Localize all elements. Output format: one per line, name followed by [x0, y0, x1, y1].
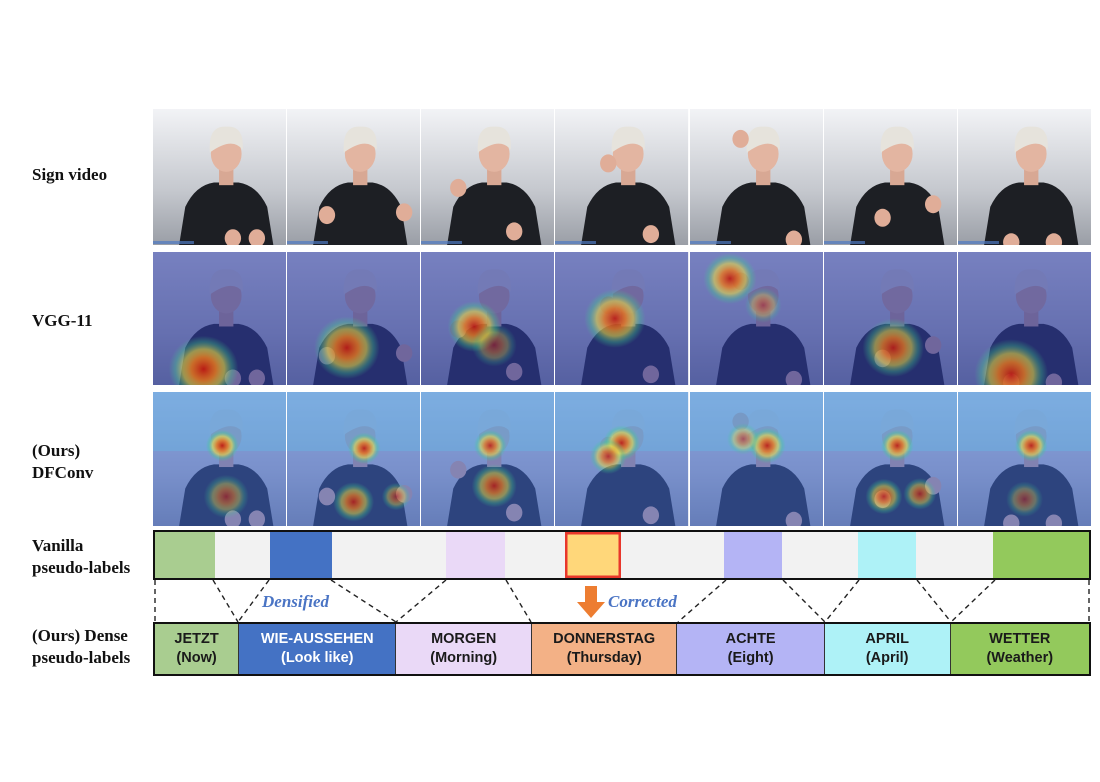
vanilla-pseudo-label-bar — [153, 530, 1091, 580]
gloss-translation: (Now) — [176, 650, 217, 666]
vanilla-label-segment — [445, 532, 506, 578]
heatmap-frame — [823, 252, 958, 385]
video-frame — [555, 109, 690, 245]
heatmap-frame — [689, 392, 824, 526]
connector — [677, 579, 727, 623]
gloss-translation: (Eight) — [727, 650, 774, 666]
connector — [824, 579, 860, 623]
corrected-annotation: Corrected — [608, 592, 677, 611]
dfconv-heatmap-frames — [153, 392, 1091, 526]
video-frame — [689, 109, 824, 245]
gloss-translation: (Look like) — [281, 650, 354, 666]
heatmap-frame — [823, 392, 958, 526]
connector — [330, 579, 397, 623]
connector — [395, 579, 447, 623]
vanilla-label-segment — [724, 532, 783, 578]
dense-label-segment: MORGEN (Morning) — [395, 624, 531, 674]
vanilla-label-segment — [332, 532, 446, 578]
vgg11-heatmap-frames — [153, 252, 1091, 385]
vanilla-label-segment — [270, 532, 333, 578]
heatmap-frame — [421, 252, 556, 385]
video-frame — [957, 109, 1091, 245]
vanilla-label-segment-corrected — [565, 532, 621, 578]
dense-label-segment: ACHTE (Eight) — [676, 624, 824, 674]
connector — [212, 579, 239, 623]
gloss-translation: (Morning) — [430, 650, 498, 666]
vanilla-label-segment — [620, 532, 725, 578]
gloss-label: WIE-AUSSEHEN — [260, 631, 374, 647]
video-frame — [823, 109, 958, 245]
gloss-translation: (Weather) — [986, 650, 1054, 666]
row-label-vanilla-line2: pseudo-labels — [32, 558, 131, 577]
row-label-dense-line1: (Ours) Dense — [32, 626, 128, 645]
heatmap-frame — [287, 392, 422, 526]
dense-label-segment: WIE-AUSSEHEN (Look like) — [238, 624, 396, 674]
dense-label-segment: DONNERSTAG (Thursday) — [530, 624, 677, 674]
dense-label-segment: APRIL (April) — [823, 624, 950, 674]
heatmap-frame — [421, 392, 556, 526]
vanilla-label-segment — [915, 532, 994, 578]
gloss-label: MORGEN — [431, 631, 497, 647]
connector — [916, 579, 952, 623]
gloss-label: DONNERSTAG — [553, 631, 656, 647]
vanilla-label-segment — [782, 532, 858, 578]
vanilla-label-segment — [857, 532, 916, 578]
vanilla-label-segment — [993, 532, 1089, 578]
alignment-connectors — [154, 579, 1090, 623]
connector — [782, 579, 826, 623]
vanilla-label-segment — [214, 532, 271, 578]
row-label-vanilla-line1: Vanilla — [32, 536, 84, 555]
video-frame — [421, 109, 556, 245]
sign-video-frames — [153, 109, 1091, 245]
gloss-label: APRIL — [865, 631, 909, 647]
heatmap-frame — [689, 252, 824, 385]
dense-label-segment: JETZT (Now) — [155, 624, 239, 674]
gloss-label: WETTER — [989, 631, 1051, 647]
heatmap-frame — [957, 392, 1091, 526]
densified-annotation: Densified — [262, 592, 330, 611]
heatmap-frame — [957, 252, 1091, 385]
gloss-translation: (Thursday) — [566, 650, 642, 666]
vanilla-label-segment — [155, 532, 215, 578]
dense-label-segment: WETTER (Weather) — [949, 624, 1089, 674]
dense-pseudo-label-bar: JETZT (Now) WIE-AUSSEHEN (Look like) MORGEN (… — [153, 622, 1091, 676]
video-frame — [153, 109, 288, 245]
gloss-label: ACHTE — [725, 631, 776, 647]
row-label-dfconv: (Ours) DFConv — [32, 440, 93, 484]
heatmap-frame — [287, 252, 422, 385]
gloss-translation: (April) — [865, 650, 909, 666]
gloss-label: JETZT — [174, 631, 219, 647]
row-label-vgg11: VGG-11 — [32, 311, 93, 330]
video-frame — [287, 109, 422, 245]
connector — [505, 579, 532, 623]
correction-arrow-icon — [577, 586, 605, 618]
vanilla-label-segment — [505, 532, 566, 578]
heatmap-frame — [555, 252, 690, 385]
row-label-sign-video: Sign video — [32, 165, 108, 184]
row-label-dfconv-line2: DFConv — [32, 463, 94, 482]
row-label-vanilla: Vanilla pseudo-labels — [32, 535, 130, 579]
row-label-dense: (Ours) Dense pseudo-labels — [32, 625, 130, 669]
heatmap-frame — [555, 392, 690, 526]
connector — [950, 579, 996, 623]
row-label-dense-line2: pseudo-labels — [32, 648, 131, 667]
heatmap-frame — [153, 252, 288, 385]
heatmap-frame — [153, 392, 288, 526]
row-label-dfconv-line1: (Ours) — [32, 441, 81, 460]
